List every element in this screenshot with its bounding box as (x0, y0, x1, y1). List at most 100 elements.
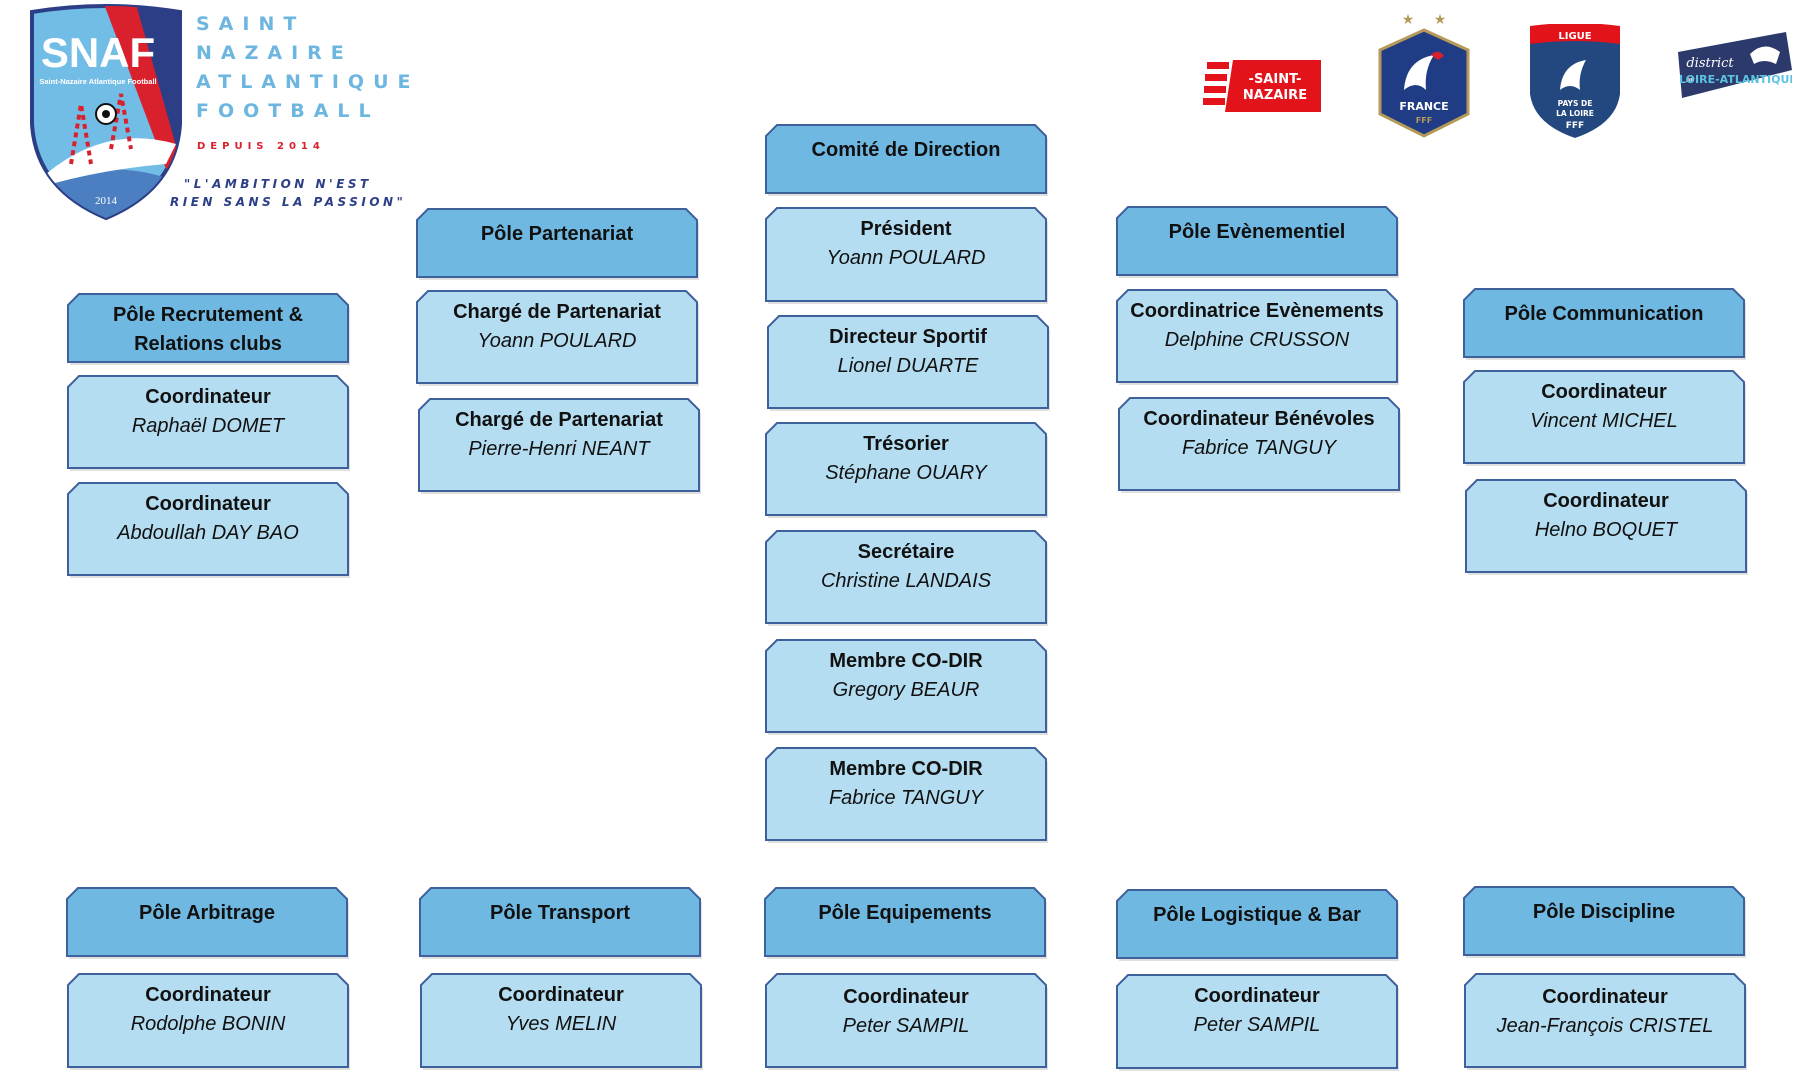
comite-direction-header: Comité de Direction (765, 124, 1048, 196)
box-outline (767, 315, 1049, 409)
box-shape (67, 973, 350, 1070)
member-role: Coordinateur (498, 984, 624, 1006)
pole-title: Pôle Evènementiel (1168, 221, 1346, 243)
member-name: Helno BOQUET (1534, 519, 1678, 541)
wordmark-line: SAINT (196, 13, 306, 35)
box-shape (1118, 397, 1401, 493)
member-name: Christine LANDAIS (820, 570, 992, 592)
box-shape (419, 887, 702, 959)
motto-line: "L'AMBITION N'EST (184, 177, 372, 191)
member-role: Coordinateur (145, 386, 271, 408)
box-shape (67, 375, 350, 471)
svg-text:2014: 2014 (95, 195, 118, 207)
box-outline (66, 887, 348, 957)
club-since: DEPUIS 2014 (197, 141, 325, 152)
box-outline (765, 124, 1047, 194)
wordmark-line: NAZAIRE (196, 42, 353, 64)
box-outline (1116, 889, 1398, 959)
member-name: Yoann POULARD (826, 247, 986, 269)
snaf-shield-icon: SNAF Saint-Nazaire Atlantique Football 2… (30, 4, 182, 221)
box-outline (419, 887, 701, 957)
club-wordmark: SAINT NAZAIRE ATLANTIQUE FOOTBALL (196, 10, 420, 126)
pole-title: Pôle Equipements (818, 902, 992, 924)
svg-text:Saint-Nazaire Atlantique Footb: Saint-Nazaire Atlantique Football (39, 77, 156, 86)
pole-title: Pôle Arbitrage (139, 902, 275, 924)
club-motto: "L'AMBITION N'EST RIEN SANS LA PASSION" (170, 175, 406, 211)
wordmark-line: ATLANTIQUE (196, 71, 420, 93)
box-shape (1116, 889, 1399, 961)
box-outline (416, 208, 698, 278)
box-shape (420, 973, 703, 1070)
svg-text:-SAINT-: -SAINT- (1249, 72, 1302, 87)
svg-text:PAYS DE: PAYS DE (1558, 99, 1593, 108)
box-shape (767, 315, 1050, 411)
member-name: Peter SAMPIL (1193, 1014, 1321, 1036)
pole-title-line: Relations clubs (134, 333, 282, 355)
member-name: Jean-François CRISTEL (1496, 1015, 1714, 1037)
pole-recrutement-header: Pôle Recrutement & Relations clubs (67, 293, 350, 365)
box-outline (416, 290, 698, 384)
svg-text:DE: DE (1686, 78, 1694, 84)
member-role: Membre CO-DIR (829, 758, 983, 780)
box-outline (1118, 397, 1400, 491)
box-outline (765, 639, 1047, 733)
box-shape (416, 290, 699, 386)
pole-logistique-header: Pôle Logistique & Bar (1116, 889, 1399, 961)
member-name: Yves MELIN (505, 1013, 617, 1035)
pole-transport-header: Pôle Transport (419, 887, 702, 959)
box-shape (67, 482, 350, 578)
box-shape (765, 747, 1048, 843)
pole-title: Comité de Direction (811, 139, 1001, 161)
pole-evenementiel-header: Pôle Evènementiel (1116, 206, 1399, 278)
pole-equipements-header: Pôle Equipements (764, 887, 1047, 959)
svg-text:FFF: FFF (1416, 116, 1432, 125)
box-outline (765, 530, 1047, 624)
box-shape (1463, 370, 1746, 466)
district-icon: district DE LOIRE-ATLANTIQUE (1678, 32, 1797, 98)
box-outline (67, 293, 349, 363)
member-name: Pierre-Henri NEANT (468, 438, 650, 460)
pole-discipline-header: Pôle Discipline (1463, 886, 1746, 958)
pole-title: Pôle Discipline (1532, 901, 1676, 923)
box-outline (764, 887, 1046, 957)
svg-text:FFF: FFF (1566, 121, 1584, 131)
svg-text:★: ★ (1402, 11, 1415, 27)
box-outline (1463, 288, 1745, 358)
box-shape (66, 887, 349, 959)
pole-title: Pôle Partenariat (480, 223, 634, 245)
member-name: Raphaël DOMET (131, 415, 285, 437)
pole-title-line: Pôle Recrutement & (112, 304, 304, 326)
box-shape (765, 530, 1048, 626)
box-shape (1463, 288, 1746, 360)
box-shape (1465, 479, 1748, 575)
member-role: Coordinateur (1541, 381, 1667, 403)
motto-line: RIEN SANS LA PASSION" (170, 195, 407, 209)
box-outline (1463, 886, 1745, 956)
box-shape (416, 208, 699, 280)
box-outline (67, 973, 349, 1068)
member-role: Coordinateur (145, 984, 271, 1006)
member-name: Peter SAMPIL (842, 1015, 970, 1037)
svg-text:LIGUE: LIGUE (1558, 31, 1591, 42)
district-loire-atlantique-logo: district DE LOIRE-ATLANTIQUE (1676, 30, 1797, 102)
svg-text:★: ★ (1434, 11, 1447, 27)
svg-text:LOIRE-ATLANTIQUE: LOIRE-ATLANTIQUE (1679, 73, 1792, 86)
member-name: Yoann POULARD (477, 330, 637, 352)
box-outline (67, 482, 349, 576)
member-role: Chargé de Partenariat (455, 409, 663, 431)
pole-title: Pôle Recrutement & Relations clubs (67, 301, 349, 359)
member-name: Lionel DUARTE (837, 355, 979, 377)
box-shape (418, 398, 701, 494)
box-shape (1116, 289, 1399, 385)
box-shape (765, 124, 1048, 196)
